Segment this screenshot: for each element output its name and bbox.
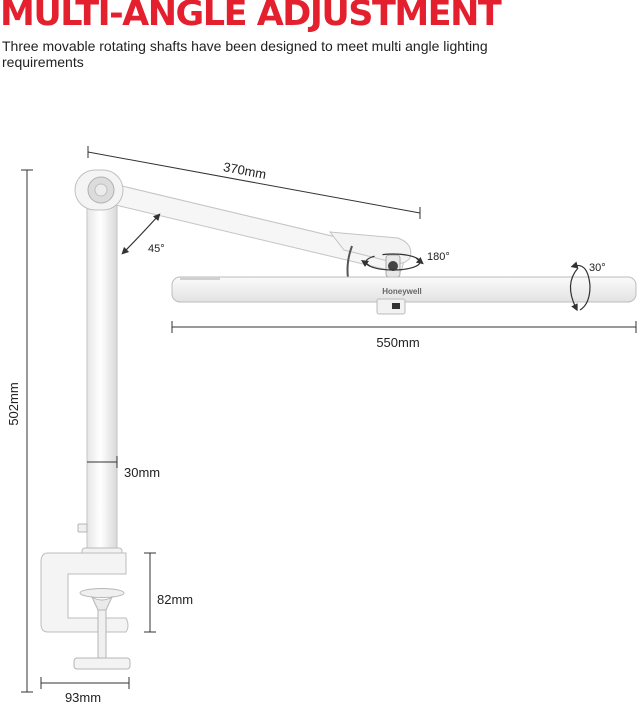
head-swivel-indicator: 180° (361, 251, 450, 271)
bar-length-label: 550mm (376, 335, 419, 350)
clamp-width-label: 93mm (65, 690, 101, 705)
clamp-pad-stem (90, 595, 114, 611)
pole-diameter-dimension: 30mm (87, 456, 160, 480)
lamp-arm (97, 181, 406, 273)
knuckle-center (94, 183, 108, 197)
title-main-text: ADJUSTMENT (256, 0, 502, 34)
height-label: 502mm (6, 382, 21, 425)
height-dimension: 502mm (6, 169, 33, 693)
clamp-handle (73, 657, 131, 670)
head-tilt-label: 30° (589, 262, 606, 274)
clamp-body (40, 552, 129, 633)
control-panel (376, 298, 406, 315)
title-accent-text: MULTI-ANGLE (0, 0, 257, 34)
brand-logo: Honeywell (382, 287, 422, 296)
light-bar-top-vents (180, 277, 220, 280)
rotate-arrow-icon (121, 213, 161, 255)
pole-knob (77, 523, 88, 533)
bar-length-dimension: 550mm (171, 321, 637, 350)
head-tilt-indicator: 30° (569, 261, 606, 312)
rotate-arrow-icon (361, 260, 371, 267)
page-subtitle: Three movable rotating shafts have been … (2, 38, 488, 70)
page-title: MULTI-ANGLE ADJUSTMENT (0, 0, 502, 34)
clamp-opening-label: 82mm (157, 592, 193, 607)
head-swivel-label: 180° (427, 251, 450, 263)
clamp-opening-dimension: 82mm (144, 552, 193, 633)
clamp-screw (97, 609, 107, 661)
clamp-width-dimension: 93mm (40, 677, 130, 705)
power-cable (346, 245, 353, 279)
control-button (392, 303, 400, 309)
clamp-pad (79, 588, 125, 598)
arm-rotation-label: 45° (148, 243, 165, 255)
lamp-pole (86, 194, 118, 558)
pole-diameter-label: 30mm (124, 465, 160, 480)
arm-rotation-indicator: 45° (121, 213, 165, 255)
arm-length-label: 370mm (222, 159, 267, 182)
swivel-pivot (388, 261, 398, 271)
